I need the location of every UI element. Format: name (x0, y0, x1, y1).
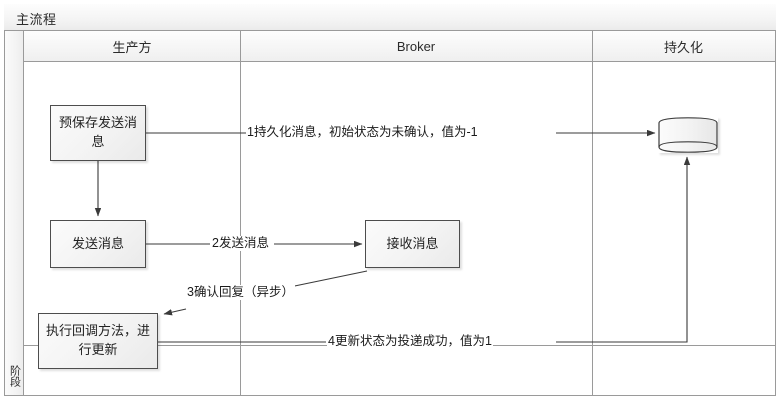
lane-header-persistence: 持久化 (592, 31, 775, 62)
node-send-msg[interactable]: 发送消息 (50, 220, 146, 268)
phase-strip: 阶段 (5, 31, 24, 395)
edge-label-1: 1持久化消息，初始状态为未确认，值为-1 (246, 125, 479, 140)
diagram-title-bar: 主流程 (4, 4, 776, 31)
lane-divider-1 (240, 31, 241, 395)
node-receive-msg-label: 接收消息 (386, 235, 439, 251)
lane-header-producer-label: 生产方 (112, 39, 152, 55)
lane-header-persistence-label: 持久化 (663, 39, 703, 55)
edge-label-4: 4更新状态为投递成功，值为1 (327, 334, 493, 349)
node-callback-label: 执行回调方法，进行更新 (45, 323, 150, 357)
node-datastore[interactable] (658, 117, 718, 153)
node-receive-msg[interactable]: 接收消息 (365, 220, 460, 268)
lane-header-broker: Broker (240, 31, 592, 62)
node-pre-save-label: 预保存发送消息 (58, 115, 137, 149)
edge-label-2: 2发送消息 (211, 236, 270, 251)
node-callback[interactable]: 执行回调方法，进行更新 (38, 313, 158, 369)
node-pre-save[interactable]: 预保存发送消息 (50, 105, 146, 161)
edge-label-3: 3确认回复（异步） (186, 285, 295, 300)
node-send-msg-label: 发送消息 (71, 235, 124, 251)
database-icon (658, 117, 718, 153)
page-title: 主流程 (16, 12, 57, 27)
lane-header-broker-label: Broker (396, 38, 436, 54)
phase-label: 阶段 (8, 365, 21, 387)
lane-divider-2 (592, 31, 593, 395)
lane-header-producer: 生产方 (24, 31, 240, 62)
